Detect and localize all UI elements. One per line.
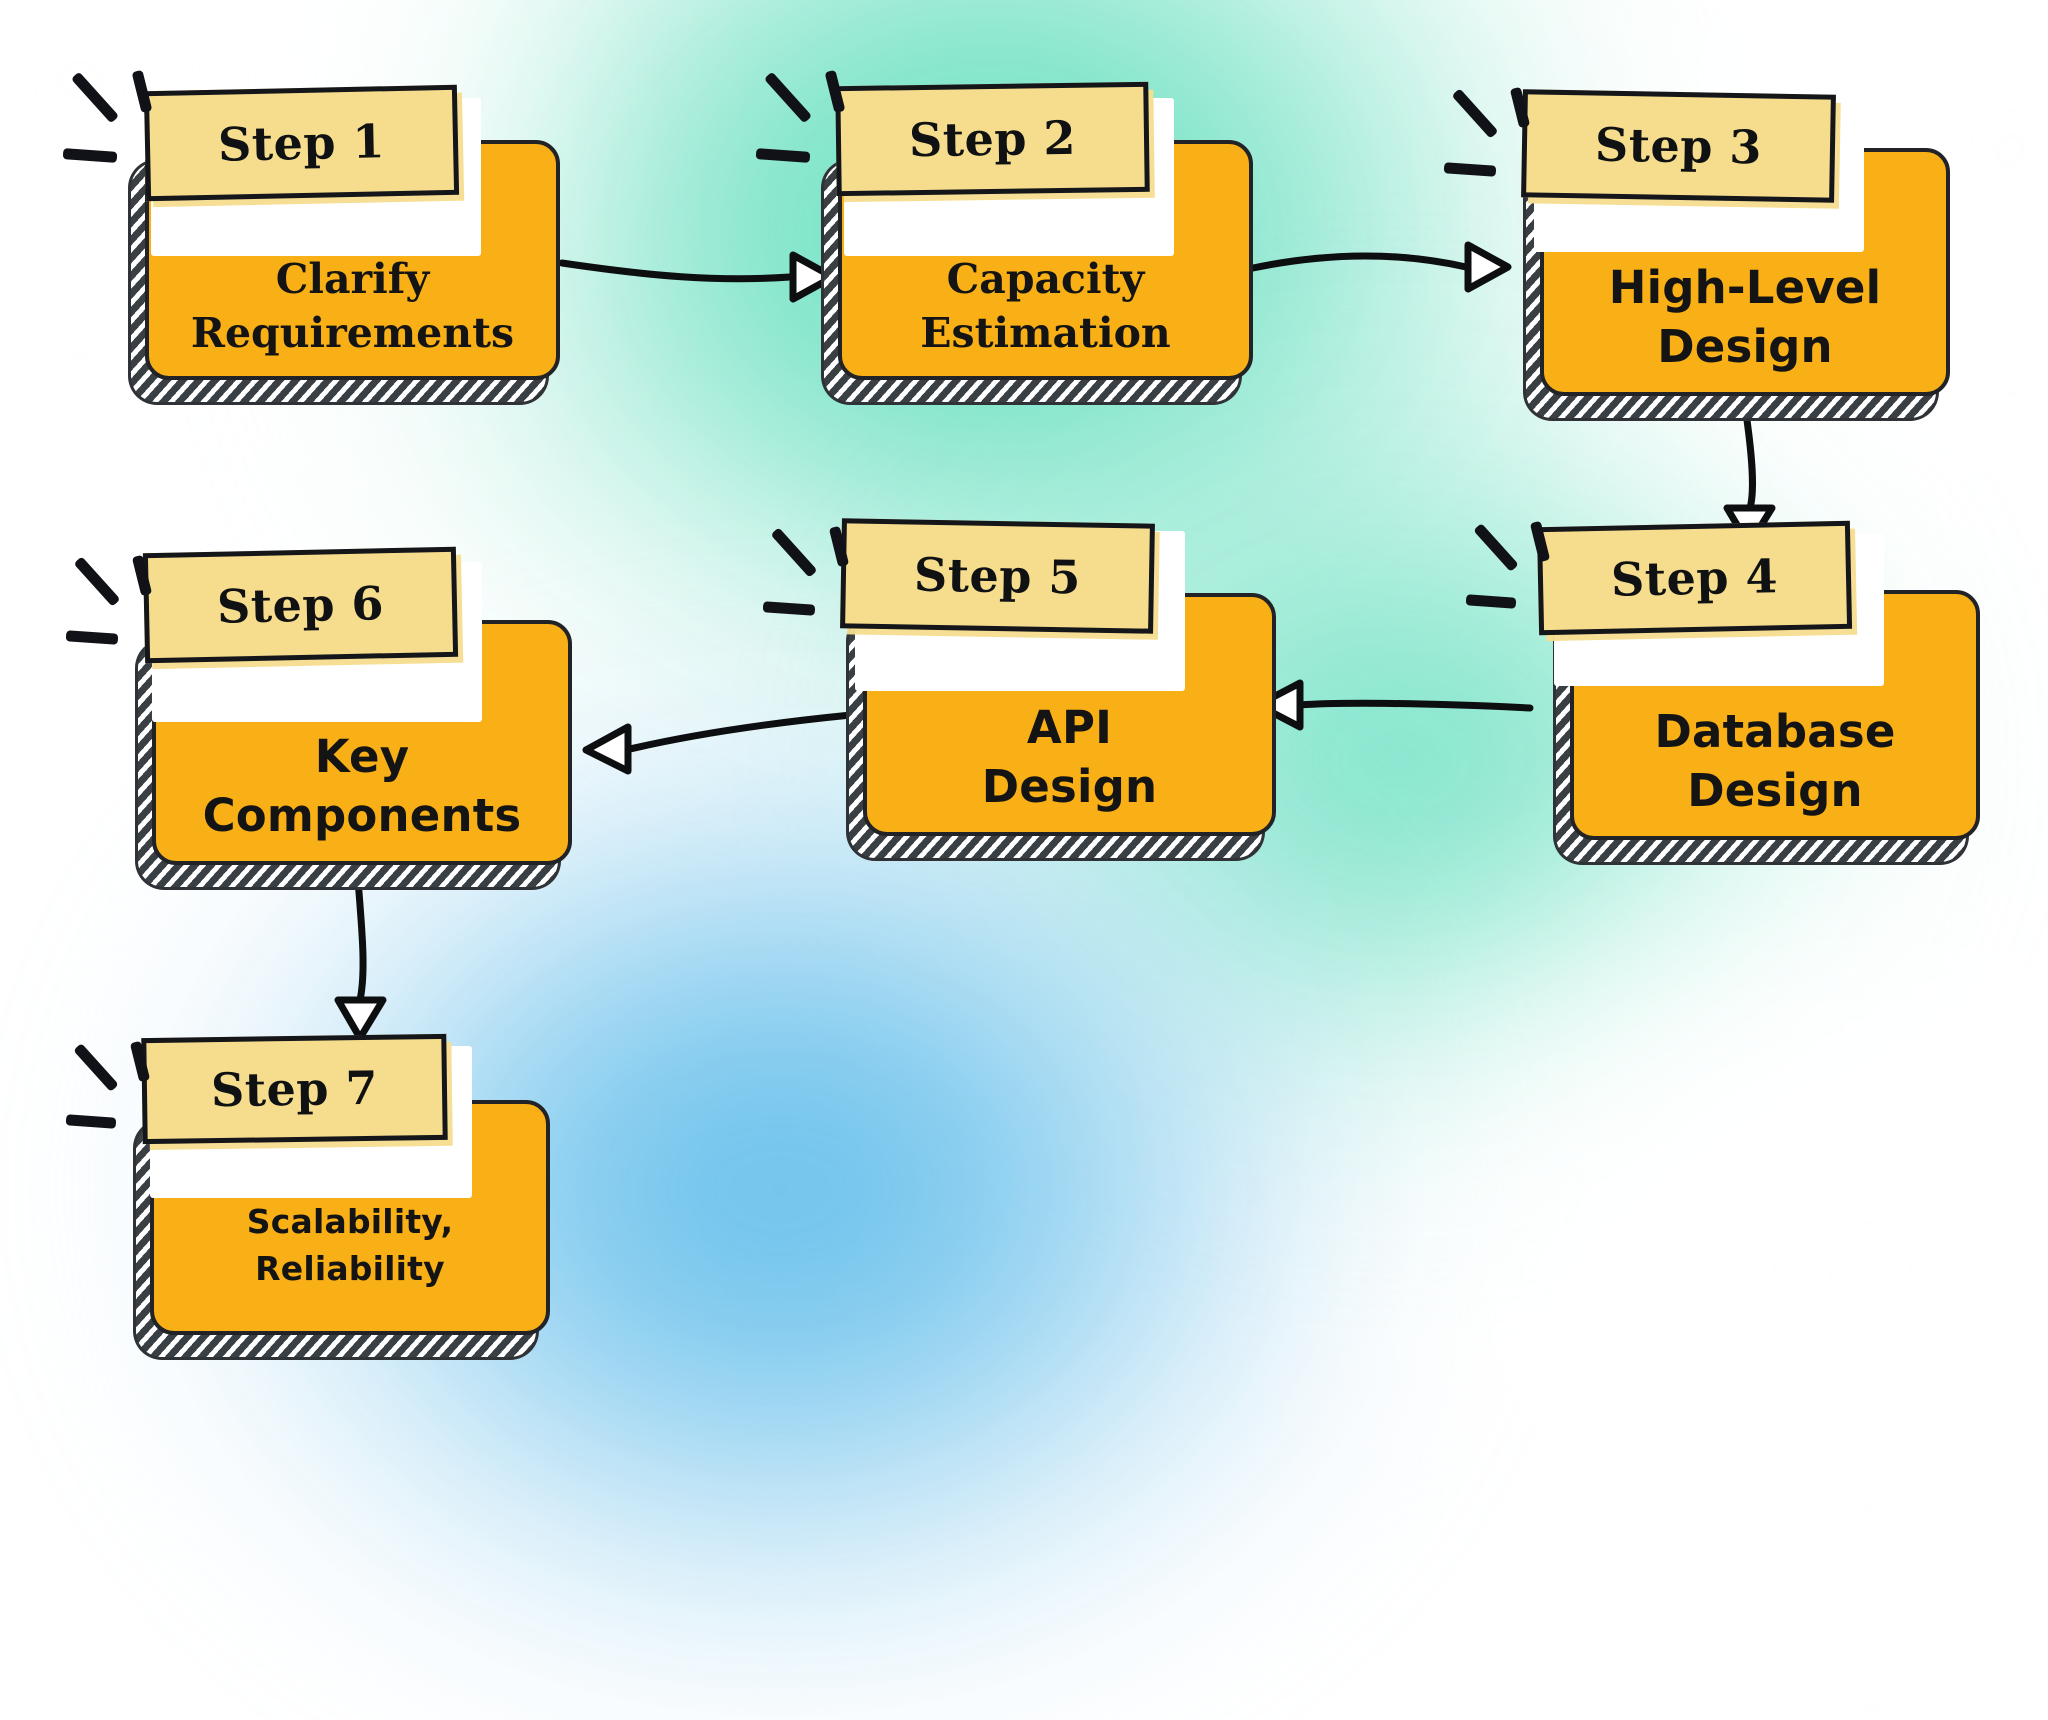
step1-label-tag[interactable]: Step 1	[143, 84, 460, 202]
step4-sparkle-icon	[1460, 520, 1551, 620]
step7-label-tag[interactable]: Step 7	[141, 1033, 448, 1145]
step4-label-tag[interactable]: Step 4	[1536, 520, 1853, 636]
edge-step6-to-step7	[334, 876, 387, 1042]
step2-card[interactable]: Capacity Estimation	[838, 140, 1253, 380]
step3-body-line2: Design	[1657, 319, 1833, 373]
step3-body-line1: High-Level	[1608, 261, 1882, 314]
step3-body-text: High-Level Design	[1544, 259, 1946, 376]
connector-layer: .ln{fill:none;stroke:#0d0e10;stroke-widt…	[334, 241, 1776, 1042]
step7-body-line2: Scalability, Reliability	[246, 1202, 454, 1289]
step4-body-line1: Database	[1654, 705, 1896, 758]
step6-label-text: Step 6	[216, 576, 385, 634]
step3-label-tag[interactable]: Step 3	[1521, 89, 1836, 203]
step1-sparkle-icon	[57, 69, 153, 170]
step7-sparkle-icon	[60, 1040, 151, 1140]
step5-label-text: Step 5	[913, 547, 1082, 605]
node-step3[interactable]: High-Level Design Step 3	[1443, 86, 1950, 418]
step7-label-text: Step 7	[210, 1060, 379, 1118]
step5-sparkle-icon	[757, 525, 850, 625]
node-step7[interactable]: Address Key Issues: Scalability, Reliabi…	[65, 1033, 550, 1357]
edge-step4-to-step5	[1254, 679, 1534, 731]
step3-sparkle-icon	[1438, 86, 1531, 186]
node-step5[interactable]: API Design Step 5	[762, 518, 1276, 858]
edge-step2-to-step3	[1249, 241, 1512, 293]
step1-body-line1: Clarify	[275, 255, 430, 304]
step5-label-tag[interactable]: Step 5	[840, 518, 1155, 634]
step2-sparkle-icon	[750, 69, 846, 170]
node-step4[interactable]: Database Design Step 4	[1465, 520, 1980, 862]
step2-body-line1: Capacity	[946, 255, 1145, 304]
step1-body-text: Clarify Requirements	[149, 253, 556, 360]
edge-step1-to-step2	[558, 251, 837, 303]
step4-body-line2: Design	[1687, 763, 1863, 817]
step5-body-text: API Design	[867, 699, 1272, 816]
step2-label-tag[interactable]: Step 2	[835, 81, 1150, 197]
step5-body-line1: API	[1026, 701, 1113, 754]
step6-sparkle-icon	[60, 554, 153, 654]
step4-body-text: Database Design	[1574, 703, 1976, 820]
edge-step5-to-step6	[582, 711, 855, 775]
step1-label-text: Step 1	[217, 114, 386, 172]
step1-body-line2: Requirements	[190, 308, 515, 357]
node-step6[interactable]: Dive into Key Components Step 6	[65, 546, 572, 887]
step2-body-text: Capacity Estimation	[842, 253, 1249, 360]
step2-label-text: Step 2	[908, 110, 1077, 168]
node-step1[interactable]: Clarify Requirements Step 1	[62, 69, 560, 402]
node-step2[interactable]: Capacity Estimation Step 2	[755, 69, 1253, 402]
step6-label-tag[interactable]: Step 6	[142, 546, 459, 664]
step6-body-line2: Key Components	[202, 730, 522, 842]
step5-body-line2: Design	[981, 759, 1158, 813]
step2-body-line2: Estimation	[920, 308, 1171, 357]
step3-label-text: Step 3	[1594, 117, 1763, 175]
step4-label-text: Step 4	[1610, 549, 1779, 607]
